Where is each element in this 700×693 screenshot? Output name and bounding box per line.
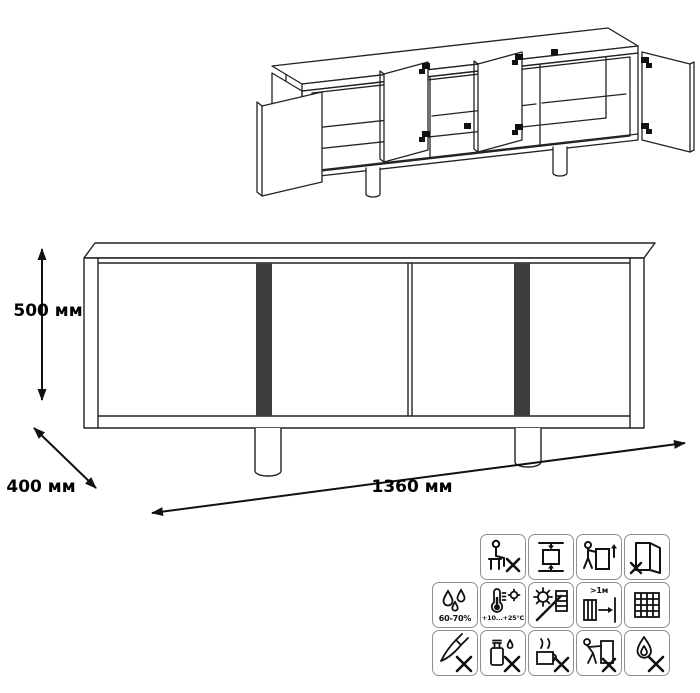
icon-no-hot-items-cell [528, 630, 574, 676]
icon-row-1 [480, 534, 670, 580]
icon-temperature-cell: +10...+25°C [480, 582, 526, 628]
icon-no-sitting-cell [480, 534, 526, 580]
humidity-range-label: 60-70% [438, 613, 472, 623]
thermometer-icon [490, 588, 521, 614]
door-adjustment-icon [629, 542, 661, 575]
no-direct-sunlight-icon [533, 587, 568, 622]
humidity-drops-icon [442, 587, 466, 612]
door-gap-strip-left [256, 263, 272, 416]
icon-humidity-cell: 60-70% [432, 582, 478, 628]
isometric-view [256, 27, 695, 198]
front-view [83, 242, 656, 477]
depth-dimension-arrow [33, 427, 97, 489]
door-gap-strip-right [514, 263, 530, 416]
do-not-drag-icon [583, 638, 617, 673]
open-door-center-left [379, 61, 429, 163]
open-door-right [641, 51, 695, 153]
icon-heater-distance-cell: >1м [576, 582, 622, 628]
open-door-center-right [473, 51, 523, 153]
icon-carry-upright-cell [576, 534, 622, 580]
icon-no-direct-sunlight-cell [528, 582, 574, 628]
ventilation-grid-icon [634, 592, 660, 618]
open-door-left [256, 91, 323, 197]
heater-distance-label: >1м [589, 585, 609, 595]
icon-ventilation-grid-cell [624, 582, 670, 628]
icon-row-2: 60-70% +10...+25°C [432, 582, 670, 628]
carry-upright-icon [583, 541, 617, 570]
temperature-range-label: +10...+25°C [481, 614, 525, 623]
hinge-icons [419, 49, 652, 142]
width-dimension-arrow [151, 439, 686, 517]
no-sitting-icon [488, 539, 521, 573]
icon-door-adjustment-cell [624, 534, 670, 580]
heater-distance-icon [583, 596, 616, 623]
care-icon-grid: 60-70% +10...+25°C [432, 534, 670, 676]
width-dimension-label: 1360 мм [371, 477, 453, 497]
front-leg-right [514, 428, 542, 468]
no-hot-items-icon [536, 638, 570, 673]
front-leg-left [254, 428, 282, 477]
icon-no-sharp-objects-cell [432, 630, 478, 676]
no-open-flame-icon [636, 636, 665, 673]
icon-do-not-drag-cell [576, 630, 622, 676]
icon-clamp-press-cell [528, 534, 574, 580]
height-dimension-label: 500 мм [13, 301, 83, 321]
no-solvents-icon [490, 639, 521, 673]
icon-no-open-flame-cell [624, 630, 670, 676]
no-sharp-objects-icon [440, 633, 473, 673]
icon-row-3 [432, 630, 670, 676]
icon-no-solvents-cell [480, 630, 526, 676]
clamp-press-icon [538, 542, 564, 572]
depth-dimension-label: 400 мм [6, 477, 76, 497]
